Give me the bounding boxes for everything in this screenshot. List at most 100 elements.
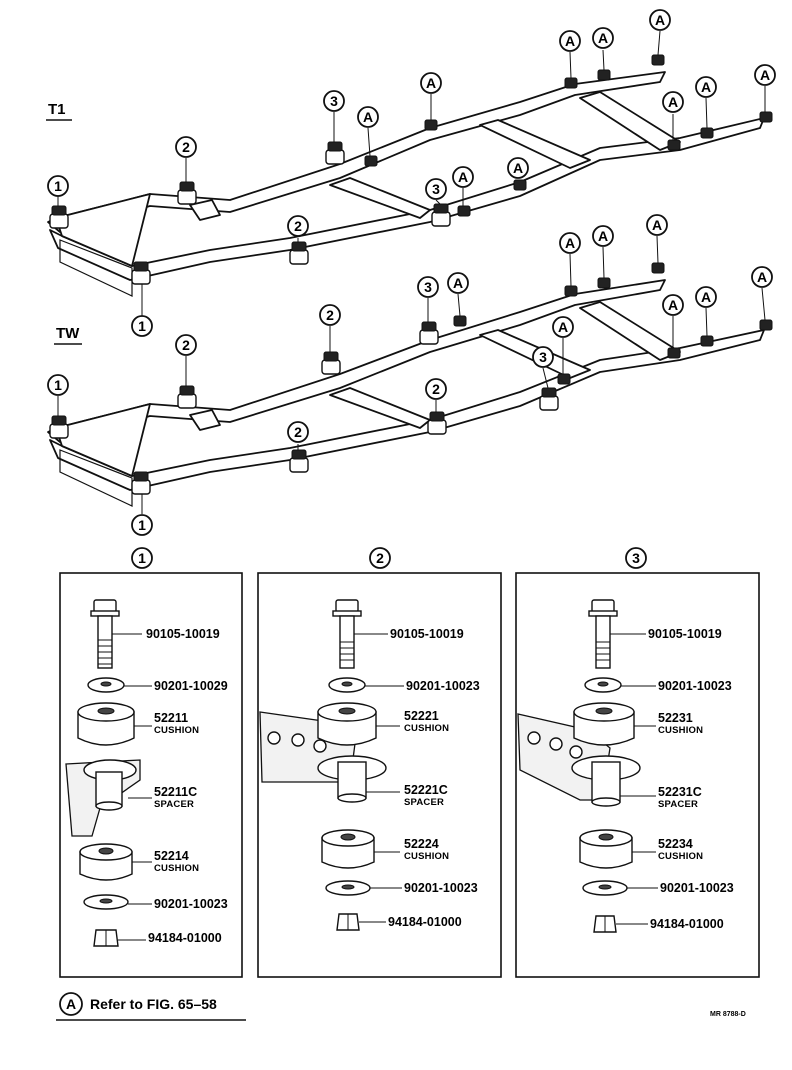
detail-group-header-1: 1 (131, 547, 153, 569)
callout-a: A (552, 316, 574, 338)
svg-text:A: A (513, 160, 523, 176)
footnote-text: Refer to FIG. 65–58 (90, 996, 217, 1012)
washer-icon (582, 880, 628, 896)
footnote-symbol: A (66, 996, 76, 1012)
callout-1: 1 (131, 315, 153, 337)
bolt-icon (90, 599, 120, 669)
mount-t1-e (325, 141, 345, 165)
detail-box-3: 90105-10019 90201-10023 52231 CUSHION 52… (515, 572, 760, 978)
cushion-icon (77, 702, 135, 746)
callout-2: 2 (287, 421, 309, 443)
svg-text:A: A (668, 94, 678, 110)
cushion-icon (579, 829, 633, 869)
cushion-icon (573, 702, 635, 746)
cushion-icon (79, 843, 133, 881)
part-number: 52231 (658, 711, 693, 725)
part-number: 94184-01000 (388, 915, 462, 929)
svg-text:A: A (453, 275, 463, 291)
part-number: 52221 (404, 709, 439, 723)
part-description: CUSHION (658, 725, 703, 736)
callout-2: 2 (175, 136, 197, 158)
frame-t1: T1 (46, 9, 776, 337)
washer-icon (83, 894, 129, 910)
part-number: 52221C (404, 783, 448, 797)
callout-a: A (447, 272, 469, 294)
detail-box-2: 90105-10019 90201-10023 52221 CUSHION 52… (257, 572, 502, 978)
washer-icon (328, 677, 366, 693)
svg-text:A: A (652, 217, 662, 233)
mount-tw-d (289, 449, 309, 473)
callout-a: A (357, 106, 379, 128)
spacer-icon (571, 755, 641, 807)
part-number: 52214 (154, 849, 189, 863)
mount-tw-h (539, 387, 559, 411)
mount-tw-b (131, 471, 151, 495)
callout-a: A (662, 91, 684, 113)
footnote: A Refer to FIG. 65–58 (56, 992, 246, 1021)
cushion-icon (317, 702, 377, 746)
part-number: 90201-10023 (660, 881, 734, 895)
part-number: 52211C (154, 785, 197, 799)
part-number: 90201-10023 (658, 679, 732, 693)
mount-tw-f (427, 411, 447, 435)
svg-text:A: A (757, 269, 767, 285)
part-number: 90105-10019 (146, 627, 220, 641)
washer-icon (584, 677, 622, 693)
drawing-code: MR 8788-D (710, 1011, 746, 1018)
part-number: 52231C (658, 785, 702, 799)
washer-icon (87, 677, 125, 693)
part-description: CUSHION (154, 863, 199, 874)
callout-a: A (695, 286, 717, 308)
callout-3: 3 (425, 178, 447, 200)
washer-icon (325, 880, 371, 896)
svg-text:1: 1 (138, 550, 146, 566)
callout-3: 3 (323, 90, 345, 112)
svg-text:3: 3 (432, 181, 440, 197)
nut-icon (336, 913, 360, 931)
part-number: 90201-10023 (404, 881, 478, 895)
svg-text:A: A (565, 33, 575, 49)
svg-text:2: 2 (182, 337, 190, 353)
part-description: CUSHION (404, 851, 449, 862)
callout-1: 1 (47, 374, 69, 396)
svg-text:1: 1 (138, 517, 146, 533)
svg-text:A: A (565, 235, 575, 251)
nut-icon (593, 915, 617, 933)
part-number: 52224 (404, 837, 439, 851)
section-label-t1: T1 (48, 101, 66, 118)
svg-text:A: A (668, 297, 678, 313)
mount-t1-a (49, 205, 69, 229)
svg-text:3: 3 (424, 279, 432, 295)
callout-a: A (646, 214, 668, 236)
part-description: CUSHION (658, 851, 703, 862)
detail-group-header-3: 3 (625, 547, 647, 569)
part-number: 90201-10023 (406, 679, 480, 693)
detail-box-1: 90105-10019 90201-10029 52211 CUSHION 52… (59, 572, 243, 978)
callout-a: A (559, 232, 581, 254)
detail-group-header-2: 2 (369, 547, 391, 569)
svg-text:2: 2 (294, 218, 302, 234)
mount-t1-b (131, 261, 151, 285)
svg-text:A: A (363, 109, 373, 125)
part-description: CUSHION (154, 725, 199, 736)
callout-2: 2 (319, 304, 341, 326)
part-number: 52234 (658, 837, 693, 851)
svg-text:3: 3 (539, 349, 547, 365)
part-description: SPACER (658, 799, 698, 810)
spacer-icon (317, 755, 387, 803)
part-number: 90105-10019 (390, 627, 464, 641)
svg-text:A: A (458, 169, 468, 185)
callout-2: 2 (425, 378, 447, 400)
svg-text:1: 1 (54, 178, 62, 194)
mount-tw-e (321, 351, 341, 375)
spacer-bracket-icon (65, 759, 141, 837)
part-number: 52211 (154, 711, 188, 725)
svg-text:A: A (655, 12, 665, 28)
bolt-icon (332, 599, 362, 669)
callout-1: 1 (131, 514, 153, 536)
bolt-icon (588, 599, 618, 669)
callout-1: 1 (47, 175, 69, 197)
cushion-icon (321, 829, 375, 869)
svg-text:2: 2 (432, 381, 440, 397)
